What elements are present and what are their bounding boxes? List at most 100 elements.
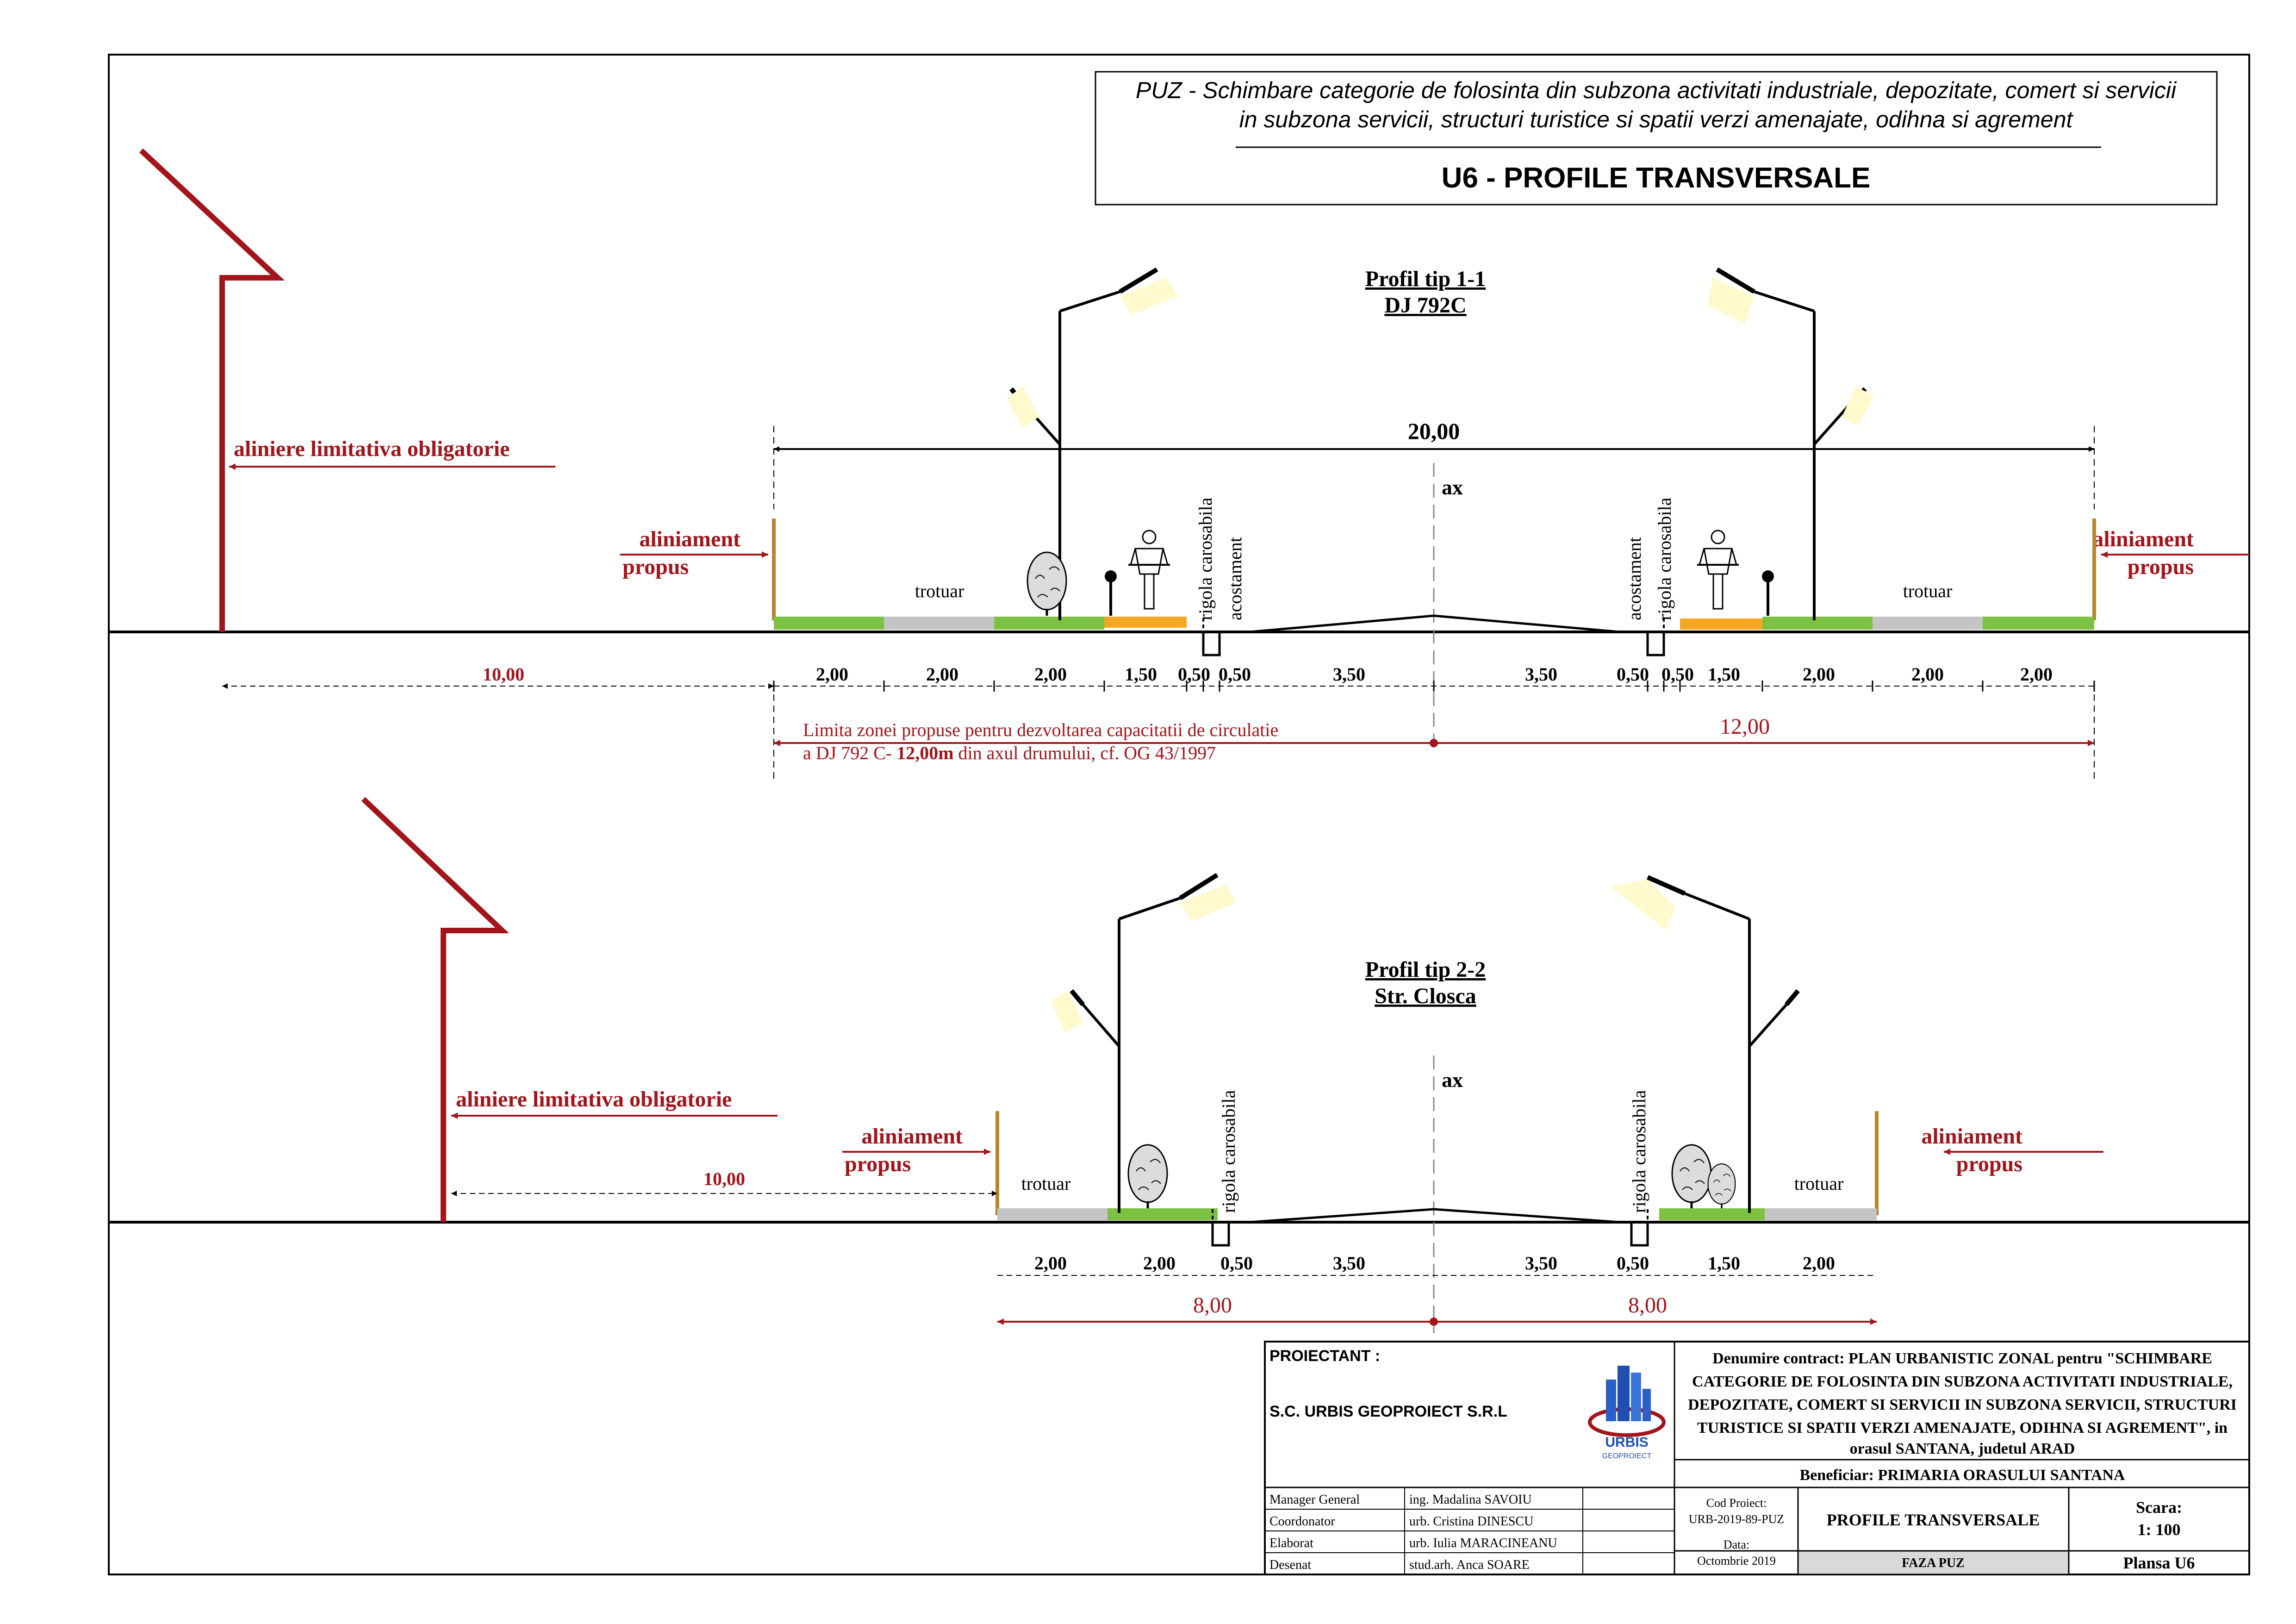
dim-1-7: 3,50 (1525, 664, 1557, 685)
lamp-2-left (1051, 873, 1236, 1213)
trotuar-2-right: trotuar (1794, 1173, 1844, 1194)
aliniament-label-1-left: aliniament (639, 527, 740, 551)
offset-1: 10,00 (483, 664, 524, 685)
header-line-2: in subzona servicii, structuri turistice… (1239, 106, 2074, 132)
propus-label-1-left: propus (622, 555, 689, 579)
contract-line-5: orasul SANTANA, judetul ARAD (1850, 1440, 2075, 1457)
tree-2-left (1128, 1145, 1167, 1208)
title-block: PROIECTANT : S.C. URBIS GEOPROIECT S.R.L… (1264, 1341, 2250, 1575)
profile-2: Profil tip 2-2 Str. Closca aliniere limi… (109, 797, 2249, 1333)
cod-label: Cod Proiect: (1706, 1496, 1767, 1510)
dim-1-5: 0,50 (1219, 664, 1251, 685)
urbis-logo: URBIS GEOPROIECT (1588, 1366, 1666, 1460)
limit-value-1: 12,00 (1720, 714, 1770, 739)
cyclist-1-left (1127, 530, 1171, 610)
rigola-1-left: rigola carosabila (1195, 497, 1216, 620)
tree-2-right-a (1672, 1145, 1711, 1208)
limit-text-2: a DJ 792 C- 12,00m din axul drumului, cf… (803, 743, 1216, 763)
trotuar-1-right: trotuar (1903, 581, 1953, 601)
proiectant-label: PROIECTANT : (1269, 1347, 1380, 1365)
logo-subtext: GEOPROIECT (1602, 1452, 1652, 1460)
dim-2-6: 1,50 (1708, 1253, 1740, 1274)
plansa: Plansa U6 (2123, 1554, 2195, 1572)
dim-1-0: 2,00 (816, 664, 848, 685)
dim-1-13: 2,00 (2020, 664, 2053, 685)
dimension-chain-1: 10,00 (222, 664, 2095, 692)
limit-text-1: Limita zonei propuse pentru dezvoltarea … (803, 719, 1278, 740)
dim-1-6: 3,50 (1333, 664, 1365, 685)
acostament-1-right: acostament (1624, 537, 1645, 620)
profile-1-title: Profil tip 1-1 (1365, 267, 1486, 291)
propus-label-2-left: propus (845, 1152, 911, 1176)
scara-value: 1: 100 (2138, 1520, 2181, 1539)
acostament-1-left: acostament (1225, 537, 1245, 620)
faza: FAZA PUZ (1902, 1556, 1965, 1570)
cyclist-1-right (1696, 530, 1740, 610)
profile-2-ax: ax (1442, 1068, 1463, 1092)
contract-line-3: DEPOZITATE, COMERT SI SERVICII IN SUBZON… (1688, 1396, 2237, 1413)
staff-name-0: ing. Madalina SAVOIU (1409, 1493, 1532, 1507)
dim-1-3: 1,50 (1125, 664, 1157, 685)
dim-2-3: 3,50 (1333, 1253, 1365, 1274)
rigola-2-left: rigola carosabila (1218, 1090, 1239, 1213)
dim-1-9: 0,50 (1661, 664, 1694, 685)
header-title: U6 - PROFILE TRANSVERSALE (1442, 162, 1871, 194)
dim-1-1: 2,00 (926, 664, 958, 685)
house-2 (361, 797, 510, 1222)
company-name: S.C. URBIS GEOPROIECT S.R.L (1269, 1403, 1507, 1420)
aliniament-label-2-left: aliniament (861, 1124, 963, 1149)
scara-label: Scara: (2136, 1498, 2182, 1517)
logo-text: URBIS (1605, 1435, 1648, 1450)
tree-2-right-b (1707, 1163, 1736, 1209)
profile-1-subtitle: DJ 792C (1384, 293, 1466, 318)
staff-name-2: urb. Iulia MARACINEANU (1409, 1536, 1557, 1550)
staff-role-3: Desenat (1269, 1558, 1311, 1572)
lamp-1-right (1708, 267, 1874, 620)
dim-1-11: 2,00 (1803, 664, 1835, 685)
contract-line-2: CATEGORIE DE FOLOSINTA DIN SUBZONA ACTIV… (1692, 1373, 2233, 1390)
dim-1-8: 0,50 (1617, 664, 1649, 685)
staff-name-1: urb. Cristina DINESCU (1409, 1514, 1533, 1529)
offset-2: 10,00 (703, 1168, 745, 1189)
staff-role-2: Elaborat (1269, 1536, 1313, 1550)
sheet-frame (108, 54, 2250, 1575)
dim-2-0: 2,00 (1034, 1253, 1067, 1274)
data-value: Octombrie 2019 (1697, 1554, 1776, 1568)
propus-label-1-right: propus (2128, 555, 2194, 579)
house-1 (139, 148, 285, 632)
dim-2-5: 0,50 (1617, 1253, 1649, 1274)
rigola-1-right: rigola carosabila (1654, 497, 1675, 620)
dim-2-2: 0,50 (1220, 1253, 1253, 1274)
header-line-1: PUZ - Schimbare categorie de folosinta d… (1136, 77, 2177, 103)
beneficiar: Beneficiar: PRIMARIA ORASULUI SANTANA (1800, 1467, 2125, 1484)
dim-2-7: 2,00 (1803, 1253, 1835, 1274)
dim-1-12: 2,00 (1911, 664, 1944, 685)
lamp-2-right (1611, 875, 1800, 1213)
profile-2-subtitle: Str. Closca (1375, 984, 1476, 1008)
dim-1-10: 1,50 (1708, 664, 1740, 685)
aliniere-label-1: aliniere limitativa obligatorie (234, 437, 510, 461)
lamp-1-left (1007, 267, 1178, 620)
profile-1-total: 20,00 (1408, 418, 1460, 444)
half-left-2: 8,00 (1193, 1293, 1232, 1318)
aliniament-label-1-right: aliniament (2092, 527, 2194, 551)
staff-name-3: stud.arh. Anca SOARE (1409, 1558, 1530, 1572)
staff-role-1: Coordonator (1269, 1514, 1335, 1529)
trotuar-2-left: trotuar (1021, 1173, 1071, 1194)
dim-2-1: 2,00 (1143, 1253, 1176, 1274)
half-right-2: 8,00 (1628, 1293, 1667, 1318)
dim-1-4: 0,50 (1178, 664, 1210, 685)
profile-1-ax: ax (1442, 475, 1463, 499)
profile-2-title: Profil tip 2-2 (1365, 957, 1486, 982)
data-label: Data: (1724, 1538, 1749, 1551)
aliniere-label-2: aliniere limitativa obligatorie (456, 1087, 732, 1112)
trotuar-1-left: trotuar (915, 581, 964, 601)
propus-label-2-right: propus (1956, 1152, 2022, 1176)
dim-2-4: 3,50 (1525, 1253, 1557, 1274)
aliniament-label-2-right: aliniament (1921, 1124, 2022, 1149)
dim-1-2: 2,00 (1034, 664, 1067, 685)
cod-value: URB-2019-89-PUZ (1689, 1512, 1785, 1526)
contract-line-1: Denumire contract: PLAN URBANISTIC ZONAL… (1712, 1350, 2212, 1367)
staff-role-0: Manager General (1269, 1493, 1360, 1507)
